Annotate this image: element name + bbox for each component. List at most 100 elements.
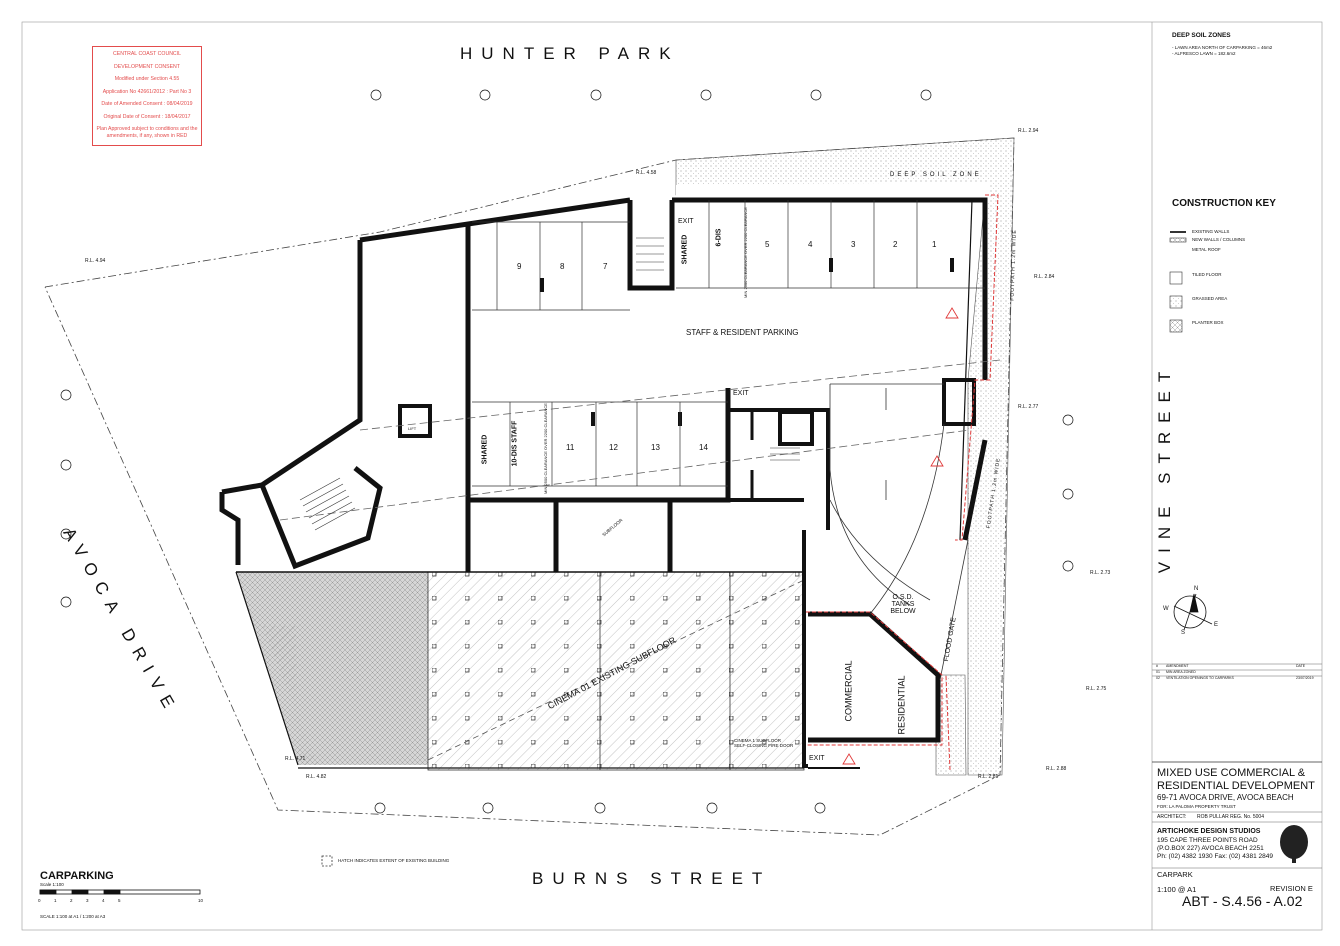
rl-label: R.L. 4.82	[306, 774, 327, 780]
label-cinema-fire-door: CINEMA 1 SUBFLOOR SELF-CLOSING FIRE DOOR	[734, 738, 794, 748]
label-commercial: COMMERCIAL	[843, 660, 854, 722]
stamp-line: Application No 42661/2012 : Part No 3	[102, 88, 192, 95]
drawing-number: ABT - S.4.56 - A.02	[1182, 893, 1303, 909]
amendment-row: VENTILATION OPENINGS TO CARPARKS	[1166, 676, 1234, 680]
rl-label: R.L. 2.75	[1086, 686, 1107, 692]
plan-title: CARPARKING	[40, 870, 114, 882]
rl-label: R.L. 2.88	[1046, 766, 1067, 772]
compass-e: E	[1214, 622, 1219, 628]
scale-tick: 1	[54, 898, 57, 903]
street-vine-street: VINE STREET	[1155, 362, 1175, 574]
stamp-line: Original Date of Consent : 18/04/2017	[103, 113, 191, 120]
cinema-subfloor	[427, 571, 805, 771]
rl-label: R.L. 2.81	[978, 774, 999, 780]
stamp-line: Date of Amended Consent : 08/04/2019	[101, 101, 193, 107]
stamp-line: CENTRAL COAST COUNCIL	[112, 51, 182, 57]
project-title: MIXED USE COMMERCIAL &	[1157, 767, 1306, 779]
rl-label: R.L. 4.71	[285, 756, 306, 762]
rl-label: R.L. 2.77	[1018, 404, 1039, 410]
bay-number: 7	[603, 262, 608, 271]
amendment-header: DATE	[1296, 664, 1306, 668]
rl-label: R.L. 4.58	[636, 170, 657, 176]
deep-soil-line: - ALFRESCO LAWN = 182.6m2	[1172, 51, 1236, 56]
label-6-dis-note: MIN 2500 CLEARANCE OVER 2200 CLEARANCE	[742, 207, 748, 298]
street-burns-street: BURNS STREET	[532, 869, 772, 888]
key-swatches	[1169, 231, 1187, 333]
stamp-line: DEVELOPMENT CONSENT	[114, 63, 180, 70]
bay-number: 3	[851, 240, 856, 249]
scale-tick: 10	[198, 898, 204, 903]
amendment-row: 02	[1156, 676, 1160, 680]
label-deep-soil-zone: DEEP SOIL ZONE	[890, 172, 982, 178]
bay-number: 14	[699, 443, 708, 452]
bay-number: 13	[651, 443, 660, 452]
red-amendments	[806, 194, 999, 771]
compass-n: N	[1194, 586, 1199, 592]
scale-tick: 4	[102, 898, 105, 903]
key-item: METAL ROOF	[1192, 247, 1221, 252]
bay-number: 2	[893, 240, 898, 249]
stamp-line: Plan Approved subject to conditions and …	[96, 126, 198, 139]
key-item: EXISTING WALLS	[1192, 229, 1230, 234]
scale-tick: 2	[70, 898, 73, 903]
label-10-dis-staff: 10-DIS STAFF	[511, 420, 519, 467]
label-lift: LIFT	[408, 426, 417, 431]
bay-number: 8	[560, 262, 565, 271]
compass-s: S	[1181, 630, 1186, 636]
osd-ramp	[279, 359, 1001, 681]
amendment-header: AMENDMENT	[1166, 664, 1189, 668]
key-item: NEW WALLS / COLUMNS	[1192, 237, 1246, 242]
studio-name: ARTICHOKE DESIGN STUDIOS	[1157, 828, 1261, 835]
street-hunter-park: HUNTER PARK	[460, 44, 680, 63]
project-address: 69-71 AVOCA DRIVE, AVOCA BEACH	[1157, 793, 1294, 802]
compass	[1173, 593, 1213, 631]
deep-soil-line: - LAWN AREA NORTH OF CARPARKING = 46m2	[1172, 45, 1273, 50]
compass-w: W	[1163, 606, 1169, 612]
bay-number: 5	[765, 240, 770, 249]
bay-number: 11	[566, 443, 575, 452]
amendment-row: MIN AREA ZONED	[1166, 670, 1196, 674]
rl-label: R.L. 2.94	[1018, 128, 1039, 134]
scale-tick: 5	[118, 898, 121, 903]
amendment-row: 23/07/2019	[1296, 676, 1314, 680]
bay-number: 9	[517, 262, 522, 271]
plan-scale: Scale 1:100	[40, 882, 64, 887]
label-shared: SHARED	[681, 234, 689, 265]
label-osd-tanks: O.S.D. TANKS BELOW	[890, 594, 916, 615]
revision: REVISION E	[1270, 884, 1313, 893]
sheet-scale: 1:100 @ A1	[1157, 885, 1197, 894]
key-item: PLANTER BOX	[1192, 320, 1224, 325]
parking-bays-lower	[472, 401, 728, 487]
scale-tick: 3	[86, 898, 89, 903]
amendment-header: #	[1156, 664, 1158, 668]
rl-label: R.L. 2.73	[1090, 570, 1111, 576]
architect-label: ARCHITECT:	[1157, 814, 1187, 820]
stairs	[299, 237, 800, 531]
label-staff-resident-parking: STAFF & RESIDENT PARKING	[686, 328, 799, 337]
council-consent-stamp: CENTRAL COAST COUNCIL DEVELOPMENT CONSEN…	[92, 46, 202, 146]
label-exit: EXIT	[678, 218, 694, 225]
rl-label: R.L. 4.94	[85, 258, 106, 264]
project-client: FOR: LA PALOMA PROPERTY TRUST	[1157, 804, 1236, 809]
stamp-line: Modified under Section 4.55	[114, 76, 180, 82]
architect-name: ROB PULLAR REG. No. 5004	[1197, 814, 1264, 820]
studio-phone: Ph: (02) 4382 1930 Fax: (02) 4381 2849	[1157, 853, 1273, 860]
studio-address: 195 CAPE THREE POINTS ROAD	[1157, 837, 1258, 844]
label-hatch-note: HATCH INDICATES EXTENT OF EXISTING BUILD…	[338, 858, 450, 863]
project-title: RESIDENTIAL DEVELOPMENT	[1157, 780, 1315, 792]
label-residential: RESIDENTIAL	[896, 675, 907, 735]
scale-tick: 0	[38, 898, 41, 903]
section-markers	[60, 89, 1074, 814]
deep-soil-title: DEEP SOIL ZONES	[1172, 32, 1231, 39]
label-shared: SHARED	[481, 434, 489, 465]
artichoke-logo	[1280, 825, 1308, 863]
sheet-name: CARPARK	[1157, 870, 1193, 879]
scale-note: SCALE 1:100 at A1 / 1:200 at A3	[40, 914, 106, 919]
label-exit: EXIT	[733, 390, 749, 397]
studio-address: (P.O.BOX 227) AVOCA BEACH 2251	[1157, 845, 1264, 852]
bay-number: 12	[609, 443, 618, 452]
key-item: TILED FLOOR	[1192, 272, 1222, 277]
bay-number: 1	[932, 240, 937, 249]
label-10-dis-staff-note: MIN 2500 CLEARANCE OVER 2200 CLEARANCE	[542, 403, 548, 494]
